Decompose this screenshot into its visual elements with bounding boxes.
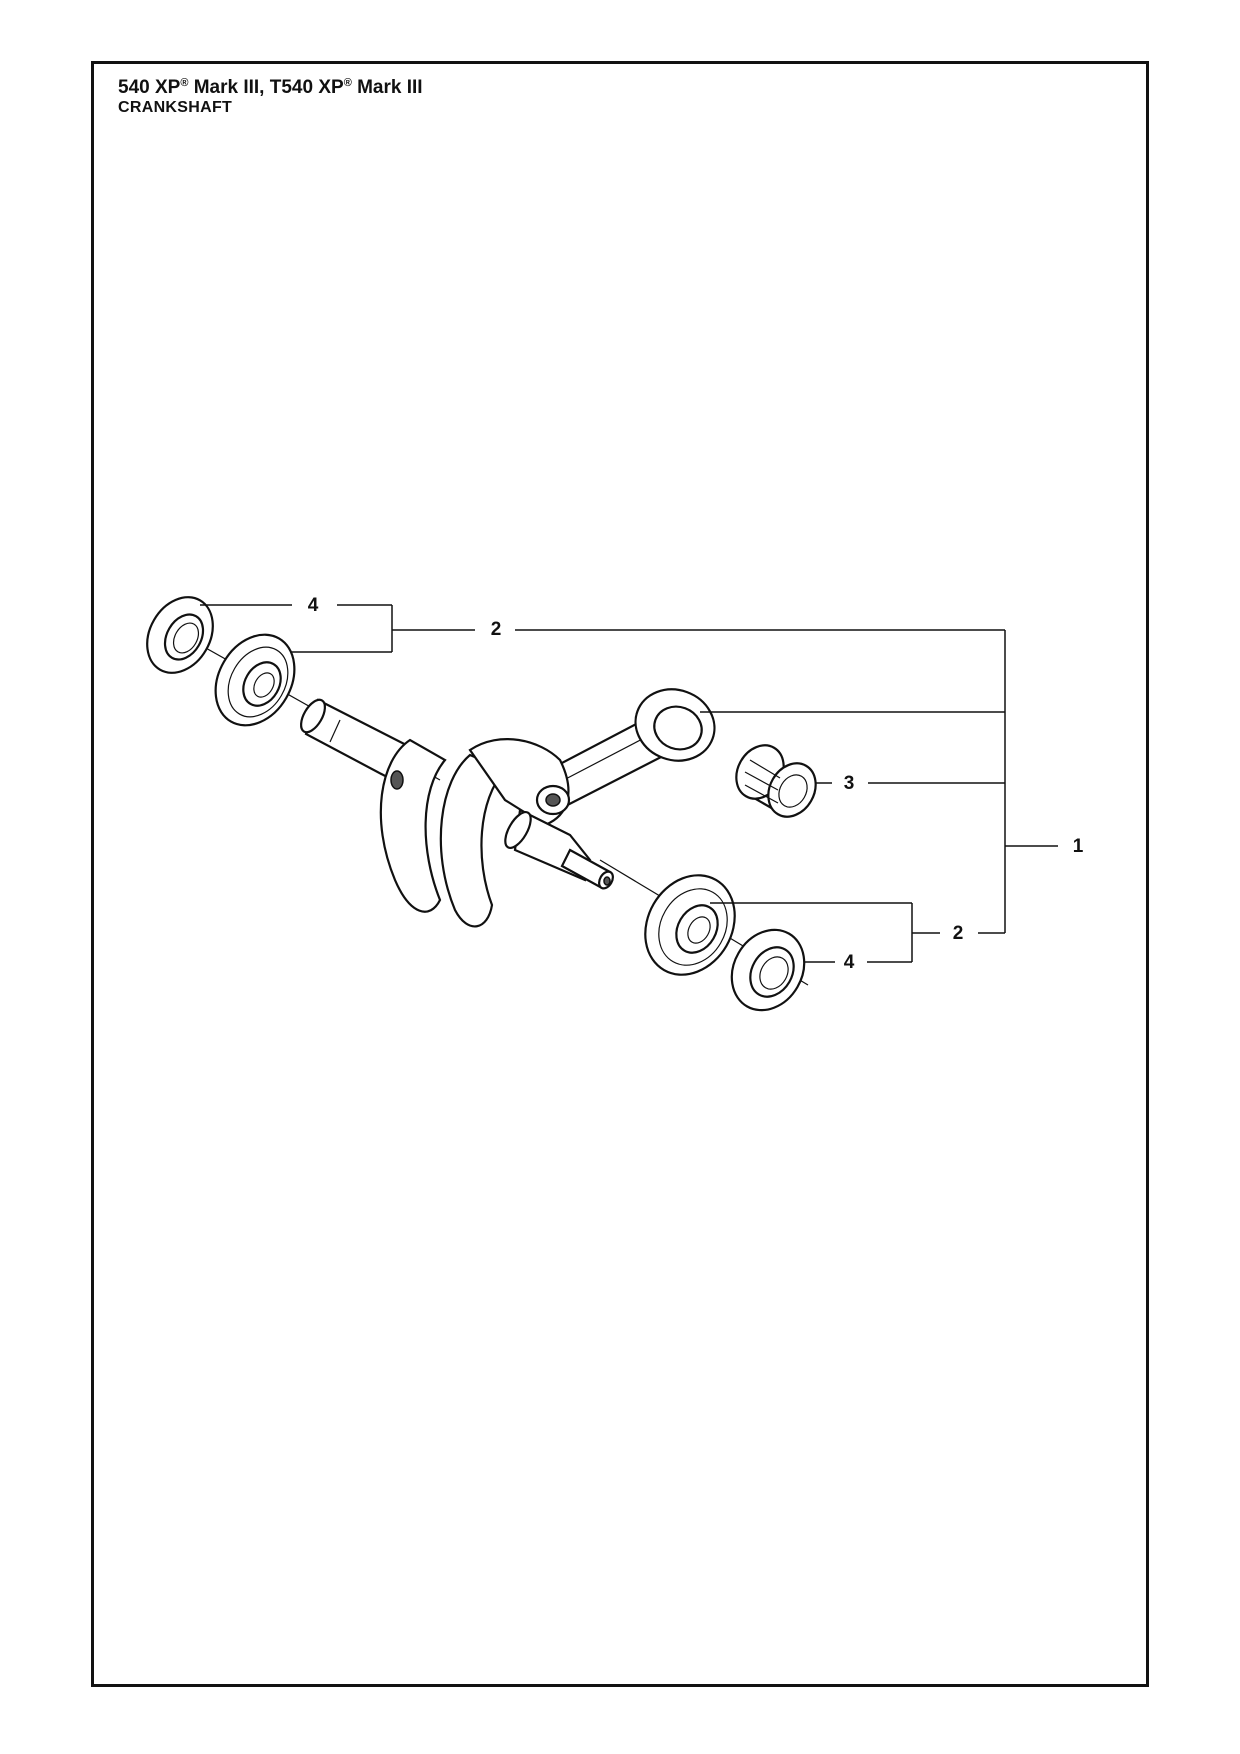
callout-2-bottom: 2 xyxy=(953,923,964,944)
page-frame xyxy=(91,61,1149,1687)
model-b: T540 XP xyxy=(269,77,344,98)
crankshaft-right-journal xyxy=(504,808,614,890)
callout-4-bottom: 4 xyxy=(844,952,855,973)
callout-4-top: 4 xyxy=(308,595,319,616)
model-a: 540 XP xyxy=(118,77,181,98)
crank-web xyxy=(379,738,571,928)
section-title: CRANKSHAFT xyxy=(118,99,233,116)
mark-a: Mark III, xyxy=(188,77,270,98)
callout-leaders xyxy=(200,604,1058,963)
ball-bearing-top xyxy=(214,633,296,727)
mark-b: Mark III xyxy=(351,77,423,98)
needle-bearing xyxy=(735,744,817,818)
oil-seal-top xyxy=(146,596,214,674)
registered-mark: ® xyxy=(180,77,189,89)
callout-3: 3 xyxy=(844,773,855,794)
page-header: 540 XP® Mark III, T540 XP® Mark III CRAN… xyxy=(118,72,423,117)
ball-bearing-bottom xyxy=(644,874,736,976)
oil-seal-bottom xyxy=(730,928,806,1012)
callout-1: 1 xyxy=(1073,836,1084,857)
model-title: 540 XP® Mark III, T540 XP® Mark III xyxy=(118,72,423,99)
callout-2-top: 2 xyxy=(491,619,502,640)
registered-mark: ® xyxy=(343,77,352,89)
